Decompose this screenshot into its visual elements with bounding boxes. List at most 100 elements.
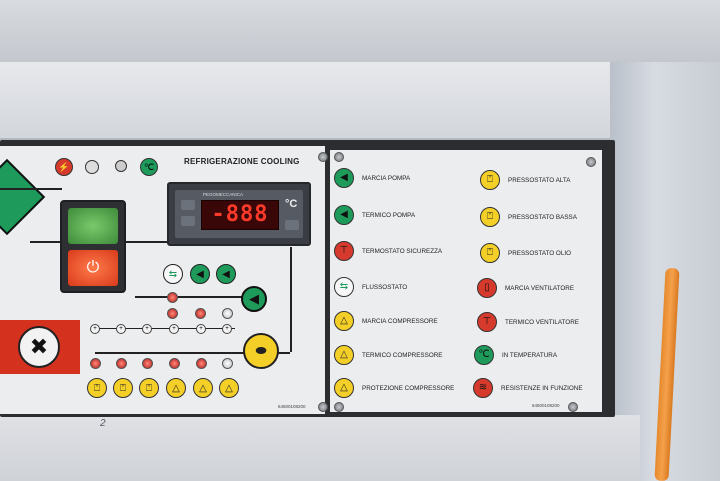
compressor-run-icon: △ [219, 378, 239, 398]
compressor-thermal-icon: △ [193, 378, 213, 398]
fan-icon: ✖ [18, 326, 60, 368]
small-bulb-icon: + [169, 324, 179, 334]
legend-label: TERMICO POMPA [362, 211, 416, 219]
legend-item: △ MARCIA COMPRESSORE [334, 311, 438, 331]
legend-label: PROTEZIONE COMPRESSORE [362, 384, 455, 392]
legend-item: ⊤ TERMICO VENTILATORE [477, 312, 579, 332]
indicator-light-icon [115, 160, 127, 172]
temperature-controller: PEGOMECCANICA -888 °C [167, 182, 311, 246]
controller-set-button[interactable] [285, 220, 299, 230]
legend-label: IN TEMPERATURA [502, 351, 558, 359]
panel-title: REFRIGERAZIONE COOLING [184, 157, 300, 166]
legend-item: ◀ TERMICO POMPA [334, 205, 415, 225]
legend-item: △ TERMICO COMPRESSORE [334, 345, 442, 365]
in-temperature-icon: ℃ [474, 345, 494, 365]
legend-label: MARCIA POMPA [362, 174, 411, 182]
thermo-green-icon: ℃ [140, 158, 158, 176]
pump-run-icon: ◀ [216, 264, 236, 284]
legend-item: ⍞ PRESSOSTATO BASSA [480, 207, 577, 227]
wire [95, 352, 290, 354]
compressor-run-icon: △ [334, 311, 354, 331]
compressor-thermal-icon: △ [334, 345, 354, 365]
wire [95, 328, 235, 329]
fan-thermal-icon: ⊤ [477, 312, 497, 332]
wire [0, 188, 62, 190]
start-button[interactable] [68, 208, 118, 244]
controller-up-button[interactable] [181, 200, 195, 210]
oil-pressure-icon: ⍞ [139, 378, 159, 398]
legend-item: △ PROTEZIONE COMPRESSORE [334, 378, 454, 398]
pump-symbol-icon: ◀ [241, 286, 267, 312]
fan-run-icon: ▯ [477, 278, 497, 298]
legend-label: TERMICO COMPRESSORE [362, 351, 443, 359]
led-indicator [222, 358, 233, 369]
led-indicator [169, 358, 180, 369]
controller-face: PEGOMECCANICA -888 °C [175, 190, 303, 238]
compressor-symbol-icon: ⬬ [243, 333, 279, 369]
led-indicator [90, 358, 101, 369]
pump-run-icon: ◀ [334, 168, 354, 188]
wire [290, 247, 292, 352]
part-code: 64500108200 [532, 403, 560, 408]
high-pressure-icon: ⍞ [480, 170, 500, 190]
screw [318, 152, 328, 162]
legend-item: ⊤ TERMOSTATO SICUREZZA [334, 241, 442, 261]
legend-panel [330, 150, 602, 412]
legend-label: MARCIA VENTILATORE [505, 284, 575, 292]
controller-down-button[interactable] [181, 216, 195, 226]
led-indicator [142, 358, 153, 369]
led-indicator [222, 308, 233, 319]
flow-switch-icon: ⇆ [334, 277, 354, 297]
handwritten-mark: 2 [100, 418, 106, 429]
controller-display: -888 [201, 200, 279, 230]
small-bulb-icon: + [116, 324, 126, 334]
controller-unit: °C [285, 198, 298, 210]
legend-label: MARCIA COMPRESSORE [362, 317, 438, 325]
legend-label: PRESSOSTATO ALTA [508, 176, 571, 184]
legend-item: ◀ MARCIA POMPA [334, 168, 410, 188]
oil-pressure-icon: ⍞ [480, 243, 500, 263]
small-bulb-icon: + [90, 324, 100, 334]
cabinet-top [0, 0, 720, 62]
small-bulb-icon: + [222, 324, 232, 334]
led-indicator [196, 358, 207, 369]
screw [568, 402, 578, 412]
pump-thermal-icon: ◀ [334, 205, 354, 225]
legend-label: TERMOSTATO SICUREZZA [362, 247, 443, 255]
led-indicator [167, 292, 178, 303]
controller-brand: PEGOMECCANICA [203, 192, 244, 197]
heater-on-icon: ≋ [473, 378, 493, 398]
screw [318, 402, 328, 412]
led-indicator [116, 358, 127, 369]
lightning-icon: ⚡ [55, 158, 73, 176]
cabinet-bottom [0, 415, 640, 481]
pump-thermal-icon: ◀ [190, 264, 210, 284]
legend-label: TERMICO VENTILATORE [505, 318, 579, 326]
flow-switch-icon: ⇆ [163, 264, 183, 284]
legend-item: ⇆ FLUSSOSTATO [334, 277, 407, 297]
led-indicator [167, 308, 178, 319]
small-bulb-icon: + [196, 324, 206, 334]
legend-label: RESISTENZE IN FUNZIONE [501, 384, 583, 392]
legend-item: ⍞ PRESSOSTATO ALTA [480, 170, 570, 190]
legend-item: ℃ IN TEMPERATURA [474, 345, 557, 365]
lamp-icon [85, 160, 99, 174]
high-pressure-icon: ⍞ [87, 378, 107, 398]
legend-item: ▯ MARCIA VENTILATORE [477, 278, 574, 298]
cabinet-band [0, 62, 668, 140]
screw [334, 402, 344, 412]
low-pressure-icon: ⍞ [113, 378, 133, 398]
stop-button[interactable]: ⏻ [68, 250, 118, 286]
compressor-protection-icon: △ [166, 378, 186, 398]
start-stop-switch[interactable]: ⏻ [60, 200, 126, 293]
part-code: 64500108200 [278, 404, 306, 409]
small-bulb-icon: + [142, 324, 152, 334]
wire [135, 296, 245, 298]
compressor-protection-icon: △ [334, 378, 354, 398]
legend-label: PRESSOSTATO BASSA [508, 213, 577, 221]
legend-item: ⍞ PRESSOSTATO OLIO [480, 243, 571, 263]
screw [334, 152, 344, 162]
low-pressure-icon: ⍞ [480, 207, 500, 227]
safety-thermostat-icon: ⊤ [334, 241, 354, 261]
screw [586, 157, 596, 167]
